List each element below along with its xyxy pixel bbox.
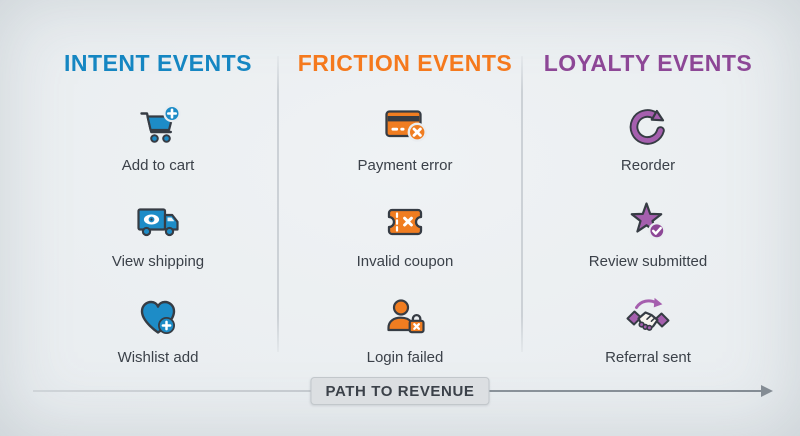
event-label: Reorder: [620, 157, 676, 174]
event-wishlist-add: Wishlist add: [117, 294, 199, 368]
add-to-cart-icon: [133, 102, 183, 150]
path-to-revenue-badge: PATH TO REVENUE: [310, 377, 490, 405]
event-label: Payment error: [357, 157, 453, 174]
event-referral-sent: Referral sent: [605, 294, 691, 368]
event-view-shipping: View shipping: [112, 198, 204, 272]
wishlist-add-icon: [133, 294, 183, 342]
payment-error-icon: [380, 102, 430, 150]
column-divider-left: [277, 56, 279, 352]
event-label: Referral sent: [605, 349, 691, 366]
column-intent-events: INTENT EVENTS Add to cart: [0, 0, 277, 436]
column-loyalty-events: LOYALTY EVENTS Reorder: [521, 0, 800, 436]
event-invalid-coupon: Invalid coupon: [356, 198, 454, 272]
event-label: Wishlist add: [117, 349, 199, 366]
event-review-submitted: Review submitted: [589, 198, 707, 272]
event-label: Add to cart: [121, 157, 195, 174]
view-shipping-icon: [133, 198, 183, 246]
review-submitted-icon: [623, 198, 673, 246]
event-add-to-cart: Add to cart: [121, 102, 195, 176]
event-label: Invalid coupon: [356, 253, 454, 270]
event-label: View shipping: [111, 253, 205, 270]
intent-events-title: INTENT EVENTS: [64, 50, 252, 76]
invalid-coupon-icon: [380, 198, 430, 246]
arrow-head-icon: [761, 385, 773, 397]
event-label: Login failed: [366, 349, 444, 366]
path-to-revenue-label: PATH TO REVENUE: [325, 382, 475, 400]
friction-events-title: FRICTION EVENTS: [297, 50, 513, 76]
event-login-failed: Login failed: [366, 294, 444, 368]
event-payment-error: Payment error: [357, 102, 453, 176]
reorder-icon: [623, 102, 673, 150]
referral-sent-icon: [623, 294, 673, 342]
login-failed-icon: [380, 294, 430, 342]
event-reorder: Reorder: [621, 102, 675, 176]
loyalty-events-title: LOYALTY EVENTS: [543, 50, 753, 76]
column-divider-right: [521, 56, 523, 352]
column-friction-events: FRICTION EVENTS Payment error: [277, 0, 521, 436]
event-label: Review submitted: [588, 253, 708, 270]
